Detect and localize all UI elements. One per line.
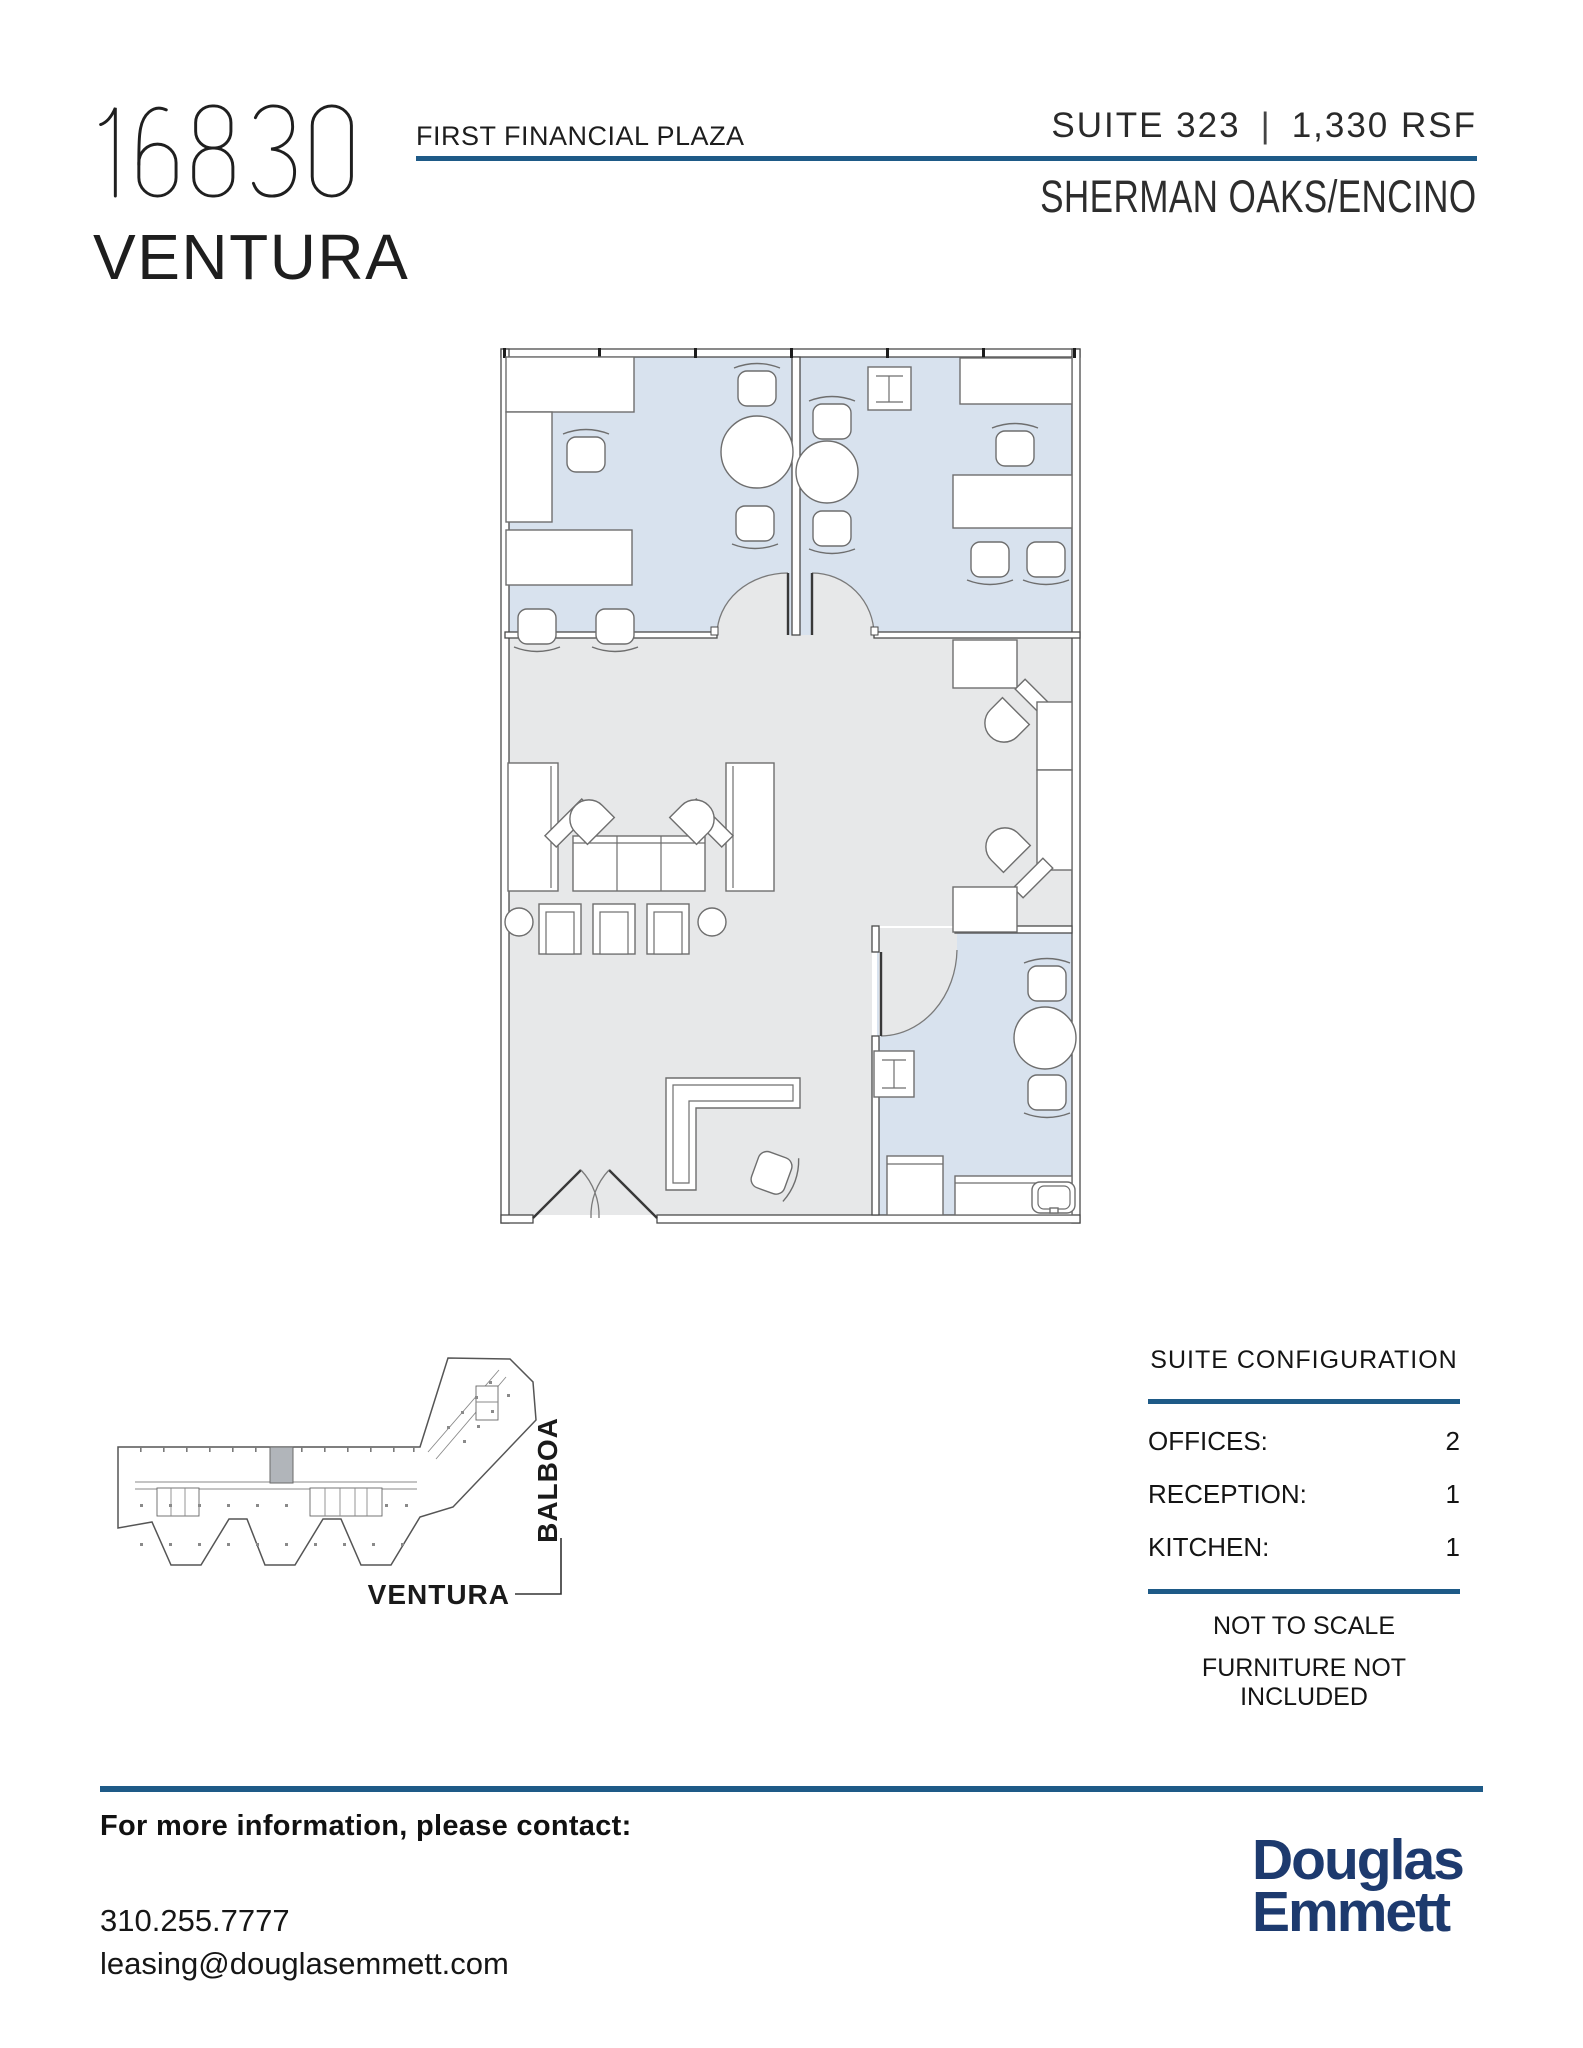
suite-and-size: SUITE 323 | 1,330 RSF xyxy=(1051,106,1477,146)
suite-rsf: 1,330 RSF xyxy=(1291,106,1477,145)
config-label: OFFICES: xyxy=(1148,1426,1268,1456)
street-label-balboa: BALBOA xyxy=(532,1417,563,1543)
submarket: SHERMAN OAKS/ENCINO xyxy=(1040,171,1477,222)
config-label: RECEPTION: xyxy=(1148,1479,1307,1509)
reception-furniture xyxy=(504,762,804,1204)
building-name: FIRST FINANCIAL PLAZA xyxy=(416,121,745,151)
config-title: SUITE CONFIGURATION xyxy=(1150,1346,1458,1374)
douglas-emmett-logo: Douglas Emmett xyxy=(1252,1828,1465,1945)
divider: | xyxy=(1260,106,1272,145)
config-value: 1 xyxy=(1445,1479,1460,1509)
config-row-reception: RECEPTION: 1 xyxy=(1148,1479,1460,1510)
config-row-kitchen: KITCHEN: 1 xyxy=(1148,1532,1460,1563)
column-dots xyxy=(140,1381,510,1546)
header-rule xyxy=(416,156,1477,161)
footer-rule xyxy=(100,1786,1483,1792)
doors xyxy=(532,572,958,1219)
logo-line-2: Emmett xyxy=(1252,1880,1451,1945)
note-not-to-scale: NOT TO SCALE xyxy=(1212,1612,1395,1640)
config-label: KITCHEN: xyxy=(1148,1532,1270,1562)
office-2-furniture xyxy=(795,357,1073,586)
config-value: 1 xyxy=(1445,1532,1460,1562)
door-swing-office-1 xyxy=(717,573,788,635)
building-site-plan: BALBOA VENTURA xyxy=(117,1357,563,1610)
building-outline xyxy=(117,1357,537,1566)
suite-floor-plan xyxy=(500,348,1081,1224)
config-rule-bottom xyxy=(1148,1589,1460,1594)
reception-desk xyxy=(665,1077,801,1191)
config-row-offices: OFFICES: 2 xyxy=(1148,1426,1460,1457)
note-furniture: FURNITURE NOT INCLUDED xyxy=(1201,1654,1407,1711)
contact-phone: 310.255.7777 xyxy=(100,1903,290,1938)
street-leader-line xyxy=(515,1538,562,1595)
config-value: 2 xyxy=(1445,1426,1460,1456)
sitemap-ticks xyxy=(140,1447,415,1452)
logo-line-1: Douglas xyxy=(1252,1828,1465,1892)
door-swing-office-2 xyxy=(812,573,874,635)
kitchen-furniture xyxy=(873,957,1077,1216)
suite-configuration-table: SUITE CONFIGURATION OFFICES: 2 RECEPTION… xyxy=(1148,1346,1460,1712)
contact-email: leasing@douglasemmett.com xyxy=(100,1946,509,1981)
reception-open-area-floor xyxy=(505,635,1072,1215)
refrigerator xyxy=(886,1155,944,1216)
suite-number: SUITE 323 xyxy=(1051,106,1241,145)
street-label-ventura: VENTURA xyxy=(368,1579,510,1610)
workstation-furniture xyxy=(952,639,1073,933)
door-swing-kitchen xyxy=(879,928,957,1036)
contact-heading: For more information, please contact: xyxy=(100,1810,632,1842)
window-ticks xyxy=(503,348,1076,358)
address-street: VENTURA xyxy=(93,221,410,293)
config-rule-top xyxy=(1148,1399,1460,1404)
address-number-16830 xyxy=(99,104,353,198)
office-1-furniture xyxy=(505,356,794,653)
suite-location-marker xyxy=(269,1446,294,1484)
